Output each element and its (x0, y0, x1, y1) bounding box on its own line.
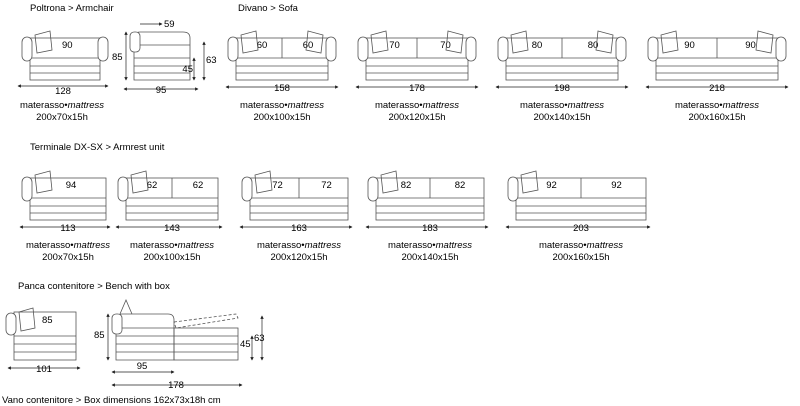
section-title-sofa: Divano > Sofa (238, 3, 299, 14)
cushion-icon (370, 30, 389, 54)
sofa-unit-2-inner-2: 70 (440, 40, 451, 51)
bench-depth-dim: 95 (137, 361, 148, 372)
armrest-unit-2-inner-1: 62 (147, 180, 158, 191)
sofa-unit-4-width-dim: 218 (709, 83, 725, 94)
sofa-unit-4-inner-1: 90 (684, 40, 695, 51)
armrest-unit-3-inner-2: 72 (321, 180, 332, 191)
armrest-unit-4-width-dim: 183 (422, 223, 438, 234)
armchair-depth-dim: 95 (156, 85, 167, 96)
cushion-icon (510, 30, 529, 54)
bench-inner-width: 85 (42, 315, 53, 326)
sofa-unit-4-mattress-label: materasso•mattress (675, 100, 759, 111)
bench-seat-height-dim: 45 (240, 339, 251, 350)
cushion-icon (520, 170, 539, 194)
sofa-unit-2-inner-1: 70 (389, 40, 400, 51)
sofa-unit-3-mattress-label: materasso•mattress (520, 100, 604, 111)
sofa-unit-3-width-dim: 198 (554, 83, 570, 94)
sofa-unit-1-mattress-label: materasso•mattress (240, 100, 324, 111)
section-title-armrest-unit: Terminale DX-SX > Armrest unit (30, 142, 165, 153)
armrest-unit-3-mattress-label: materasso•mattress (257, 240, 341, 251)
sofa-unit-2-width-dim: 178 (409, 83, 425, 94)
cushion-icon (755, 30, 774, 54)
sofa-unit-4-mattress-size: 200x160x15h (688, 112, 745, 123)
section-title-armchair: Poltrona > Armchair (30, 3, 114, 14)
bench-width-dim: 101 (36, 364, 52, 375)
armrest-unit-5-inner-1: 92 (546, 180, 557, 191)
armrest-unit-2-width-dim: 143 (164, 223, 180, 234)
armrest-unit-5-inner-2: 92 (611, 180, 622, 191)
armrest-unit-1-width-dim: 113 (60, 223, 75, 234)
cushion-icon (240, 30, 259, 54)
cushion-icon (130, 170, 149, 194)
armrest-unit-4-inner-2: 82 (455, 180, 466, 191)
armchair-arm-height-dim: 63 (206, 55, 217, 66)
cushion-icon (254, 170, 273, 194)
sofa-unit-4-inner-2: 90 (745, 40, 756, 51)
cushion-icon (445, 30, 464, 54)
armchair-seat-height-dim: 45 (182, 64, 193, 75)
cushion-icon (380, 170, 399, 194)
armrest-unit-4-mattress-size: 200x140x15h (401, 252, 458, 263)
sofa-unit-3-mattress-size: 200x140x15h (533, 112, 590, 123)
cushion-icon (34, 170, 53, 194)
bench-arm-height-dim: 63 (254, 333, 265, 344)
armrest-unit-3-inner-1: 72 (272, 180, 283, 191)
sofa-unit-1-mattress-size: 200x100x15h (253, 112, 310, 123)
bench-side-view: 85 45 63 95 178 (94, 298, 265, 391)
armchair-front-view: 90 128 materasso•mattress 200x70x15h (17, 30, 109, 123)
armrest-unit-1-mattress-label: materasso•mattress (26, 240, 110, 251)
armrest-unit-1-mattress-size: 200x70x15h (42, 252, 94, 263)
bench-open-depth-dim: 178 (168, 380, 184, 391)
sofa-unit-1-inner-2: 60 (303, 40, 314, 51)
box-dimensions-label: Vano contenitore > Box dimensions 162x73… (2, 395, 221, 406)
armchair-width-dim: 128 (55, 86, 71, 97)
armrest-unit-1-inner-1: 94 (66, 180, 77, 191)
armrest-unit-5-mattress-label: materasso•mattress (539, 240, 623, 251)
cushion-icon (305, 30, 324, 54)
armchair-back-height-dim: 85 (112, 52, 123, 63)
bench-back-height-dim: 85 (94, 330, 105, 341)
cushion-icon (660, 30, 679, 54)
armrest-unit-2-mattress-size: 200x100x15h (143, 252, 200, 263)
sofa-unit-1-width-dim: 158 (274, 83, 290, 94)
armrest-unit-3-mattress-size: 200x120x15h (270, 252, 327, 263)
armrest-unit-5-width-dim: 203 (573, 223, 589, 234)
sofa-unit-3-inner-1: 80 (532, 40, 543, 51)
armchair-top-depth-dim: 59 (164, 19, 175, 30)
armrest-unit-3-width-dim: 163 (291, 223, 307, 234)
cushion-icon (18, 307, 36, 332)
armrest-unit-2-inner-2: 62 (193, 180, 204, 191)
armrest-unit-4-mattress-label: materasso•mattress (388, 240, 472, 251)
sofa-unit-2-mattress-size: 200x120x15h (388, 112, 445, 123)
armrest-unit-5-mattress-size: 200x160x15h (552, 252, 609, 263)
cushion-icon (34, 30, 53, 54)
armchair-inner-width: 90 (62, 40, 73, 51)
cushion-icon (595, 30, 614, 54)
sofa-unit-2-mattress-label: materasso•mattress (375, 100, 459, 111)
sofa-unit-3-inner-2: 80 (588, 40, 599, 51)
armchair-side-view: 59 85 63 45 95 (112, 19, 217, 96)
armrest-unit-4-inner-1: 82 (401, 180, 412, 191)
armrest-unit-2-mattress-label: materasso•mattress (130, 240, 214, 251)
section-title-bench: Panca contenitore > Bench with box (18, 281, 170, 292)
open-box-lid (173, 313, 239, 329)
bench-front-view: 85 101 (5, 307, 81, 375)
armchair-mattress-size: 200x70x15h (36, 112, 88, 123)
cushion-icon (119, 298, 133, 315)
armchair-mattress-label: materasso•mattress (20, 100, 104, 111)
sofa-unit-1-inner-1: 60 (257, 40, 268, 51)
